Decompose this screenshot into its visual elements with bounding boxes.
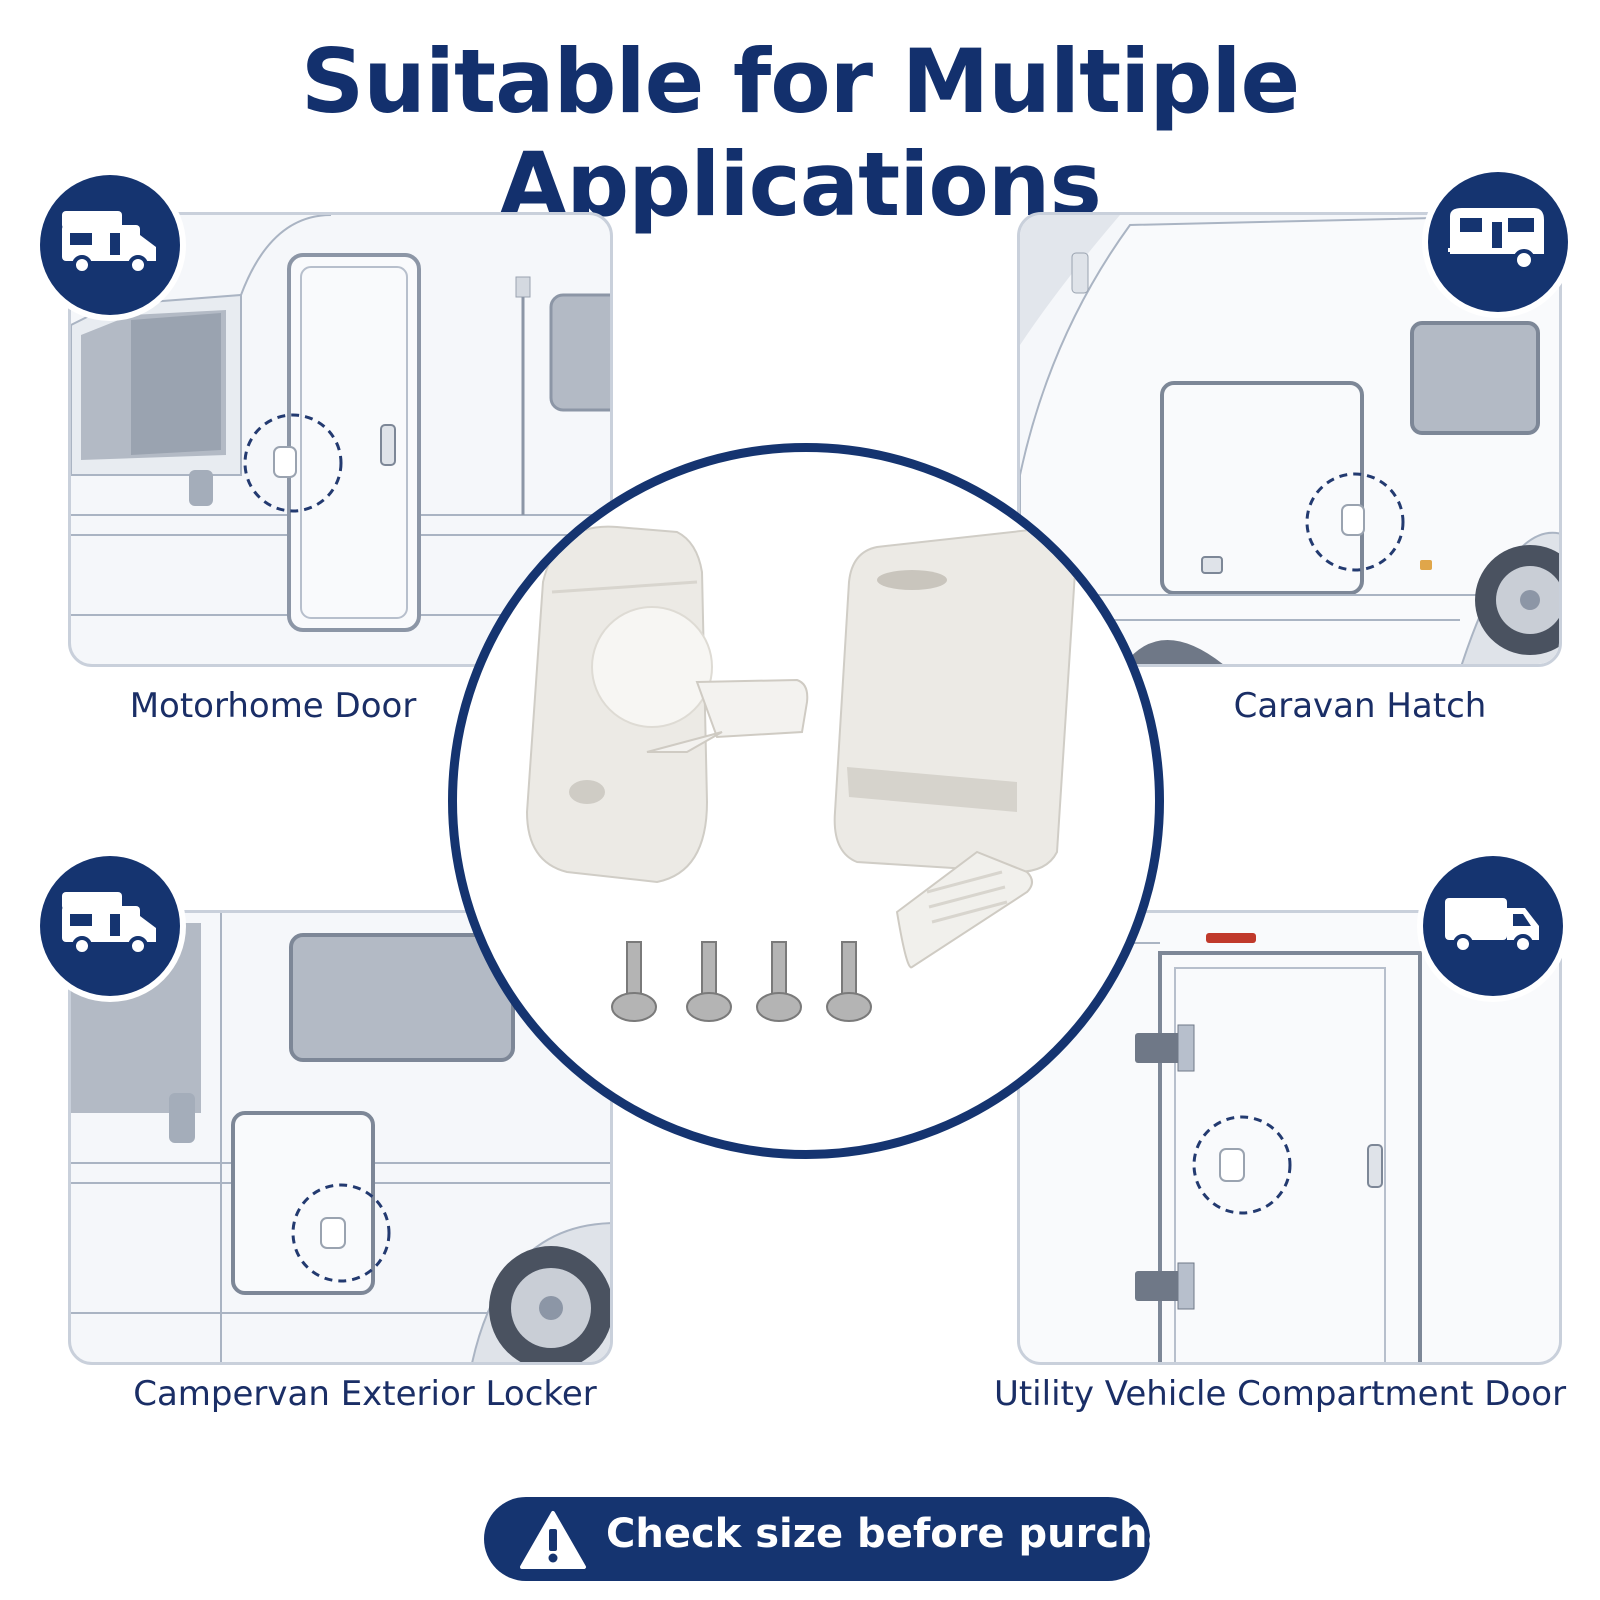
van-badge — [1423, 856, 1563, 996]
warning-icon — [520, 1511, 586, 1569]
motorhome-badge — [40, 175, 180, 315]
latch-product-illustration — [525, 525, 1077, 1022]
product-image — [448, 443, 1164, 1159]
campervan-badge — [40, 856, 180, 996]
label-motorhome-door: Motorhome Door — [129, 686, 417, 726]
check-size-notice: Check size before purchase — [484, 1497, 1225, 1581]
label-utility-vehicle-compartment-door: Utility Vehicle Compartment Door — [993, 1374, 1567, 1414]
motorhome-icon — [62, 211, 156, 275]
caravan-badge — [1428, 172, 1568, 312]
caravan-icon — [1448, 208, 1544, 271]
label-caravan-hatch: Caravan Hatch — [1233, 686, 1487, 726]
page-title: Suitable for Multiple Applications — [300, 30, 1300, 236]
van-icon — [1445, 898, 1539, 954]
panel-utility-compartment-door — [1017, 910, 1562, 1365]
campervan-icon — [62, 892, 156, 956]
notice-text: Check size before purchase — [606, 1511, 1226, 1557]
label-campervan-exterior-locker: Campervan Exterior Locker — [133, 1374, 597, 1414]
panel-motorhome-door — [68, 212, 613, 667]
